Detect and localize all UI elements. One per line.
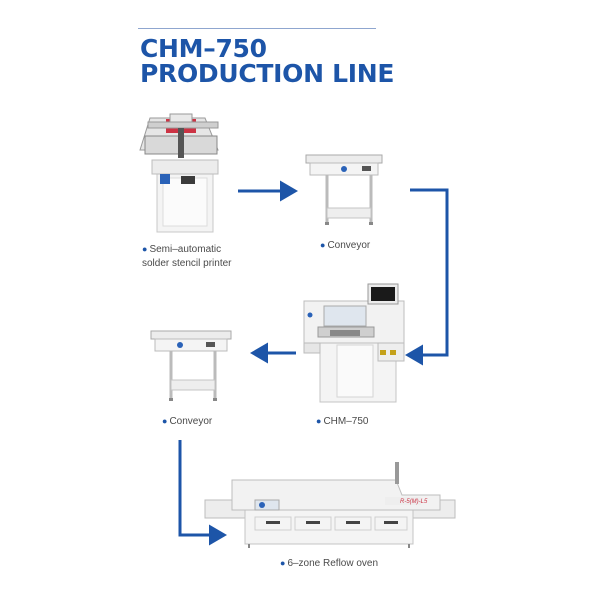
title-line-2: PRODUCTION LINE bbox=[140, 59, 395, 88]
reflow-oven-image: R-5(M)-L5 bbox=[204, 462, 456, 548]
bullet-dot-icon: ● bbox=[316, 416, 322, 426]
conveyor-2-image bbox=[150, 330, 232, 401]
title-rule bbox=[138, 28, 376, 29]
caption-stencil-printer: ●Semi–automatic solder stencil printer bbox=[142, 244, 232, 269]
flow-arrow-icon bbox=[178, 440, 227, 546]
caption-conveyor-2: ●Conveyor bbox=[162, 416, 213, 427]
caption-reflow-oven: ●6–zone Reflow oven bbox=[280, 558, 379, 569]
oven-model-label: R-5(M)-L5 bbox=[400, 499, 428, 505]
flow-arrow-icon bbox=[405, 188, 449, 366]
caption-pick-and-place: ●CHM–750 bbox=[316, 416, 369, 427]
stencil-printer-image bbox=[139, 113, 219, 233]
conveyor-1-image bbox=[305, 154, 383, 225]
caption-conveyor-1: ●Conveyor bbox=[320, 240, 371, 251]
pick-and-place-machine-image bbox=[303, 283, 405, 403]
title-line-1: CHM–750 bbox=[140, 34, 267, 63]
bullet-dot-icon: ● bbox=[162, 416, 168, 426]
bullet-dot-icon: ● bbox=[142, 244, 148, 254]
bullet-dot-icon: ● bbox=[280, 558, 286, 568]
bullet-dot-icon: ● bbox=[320, 240, 326, 250]
